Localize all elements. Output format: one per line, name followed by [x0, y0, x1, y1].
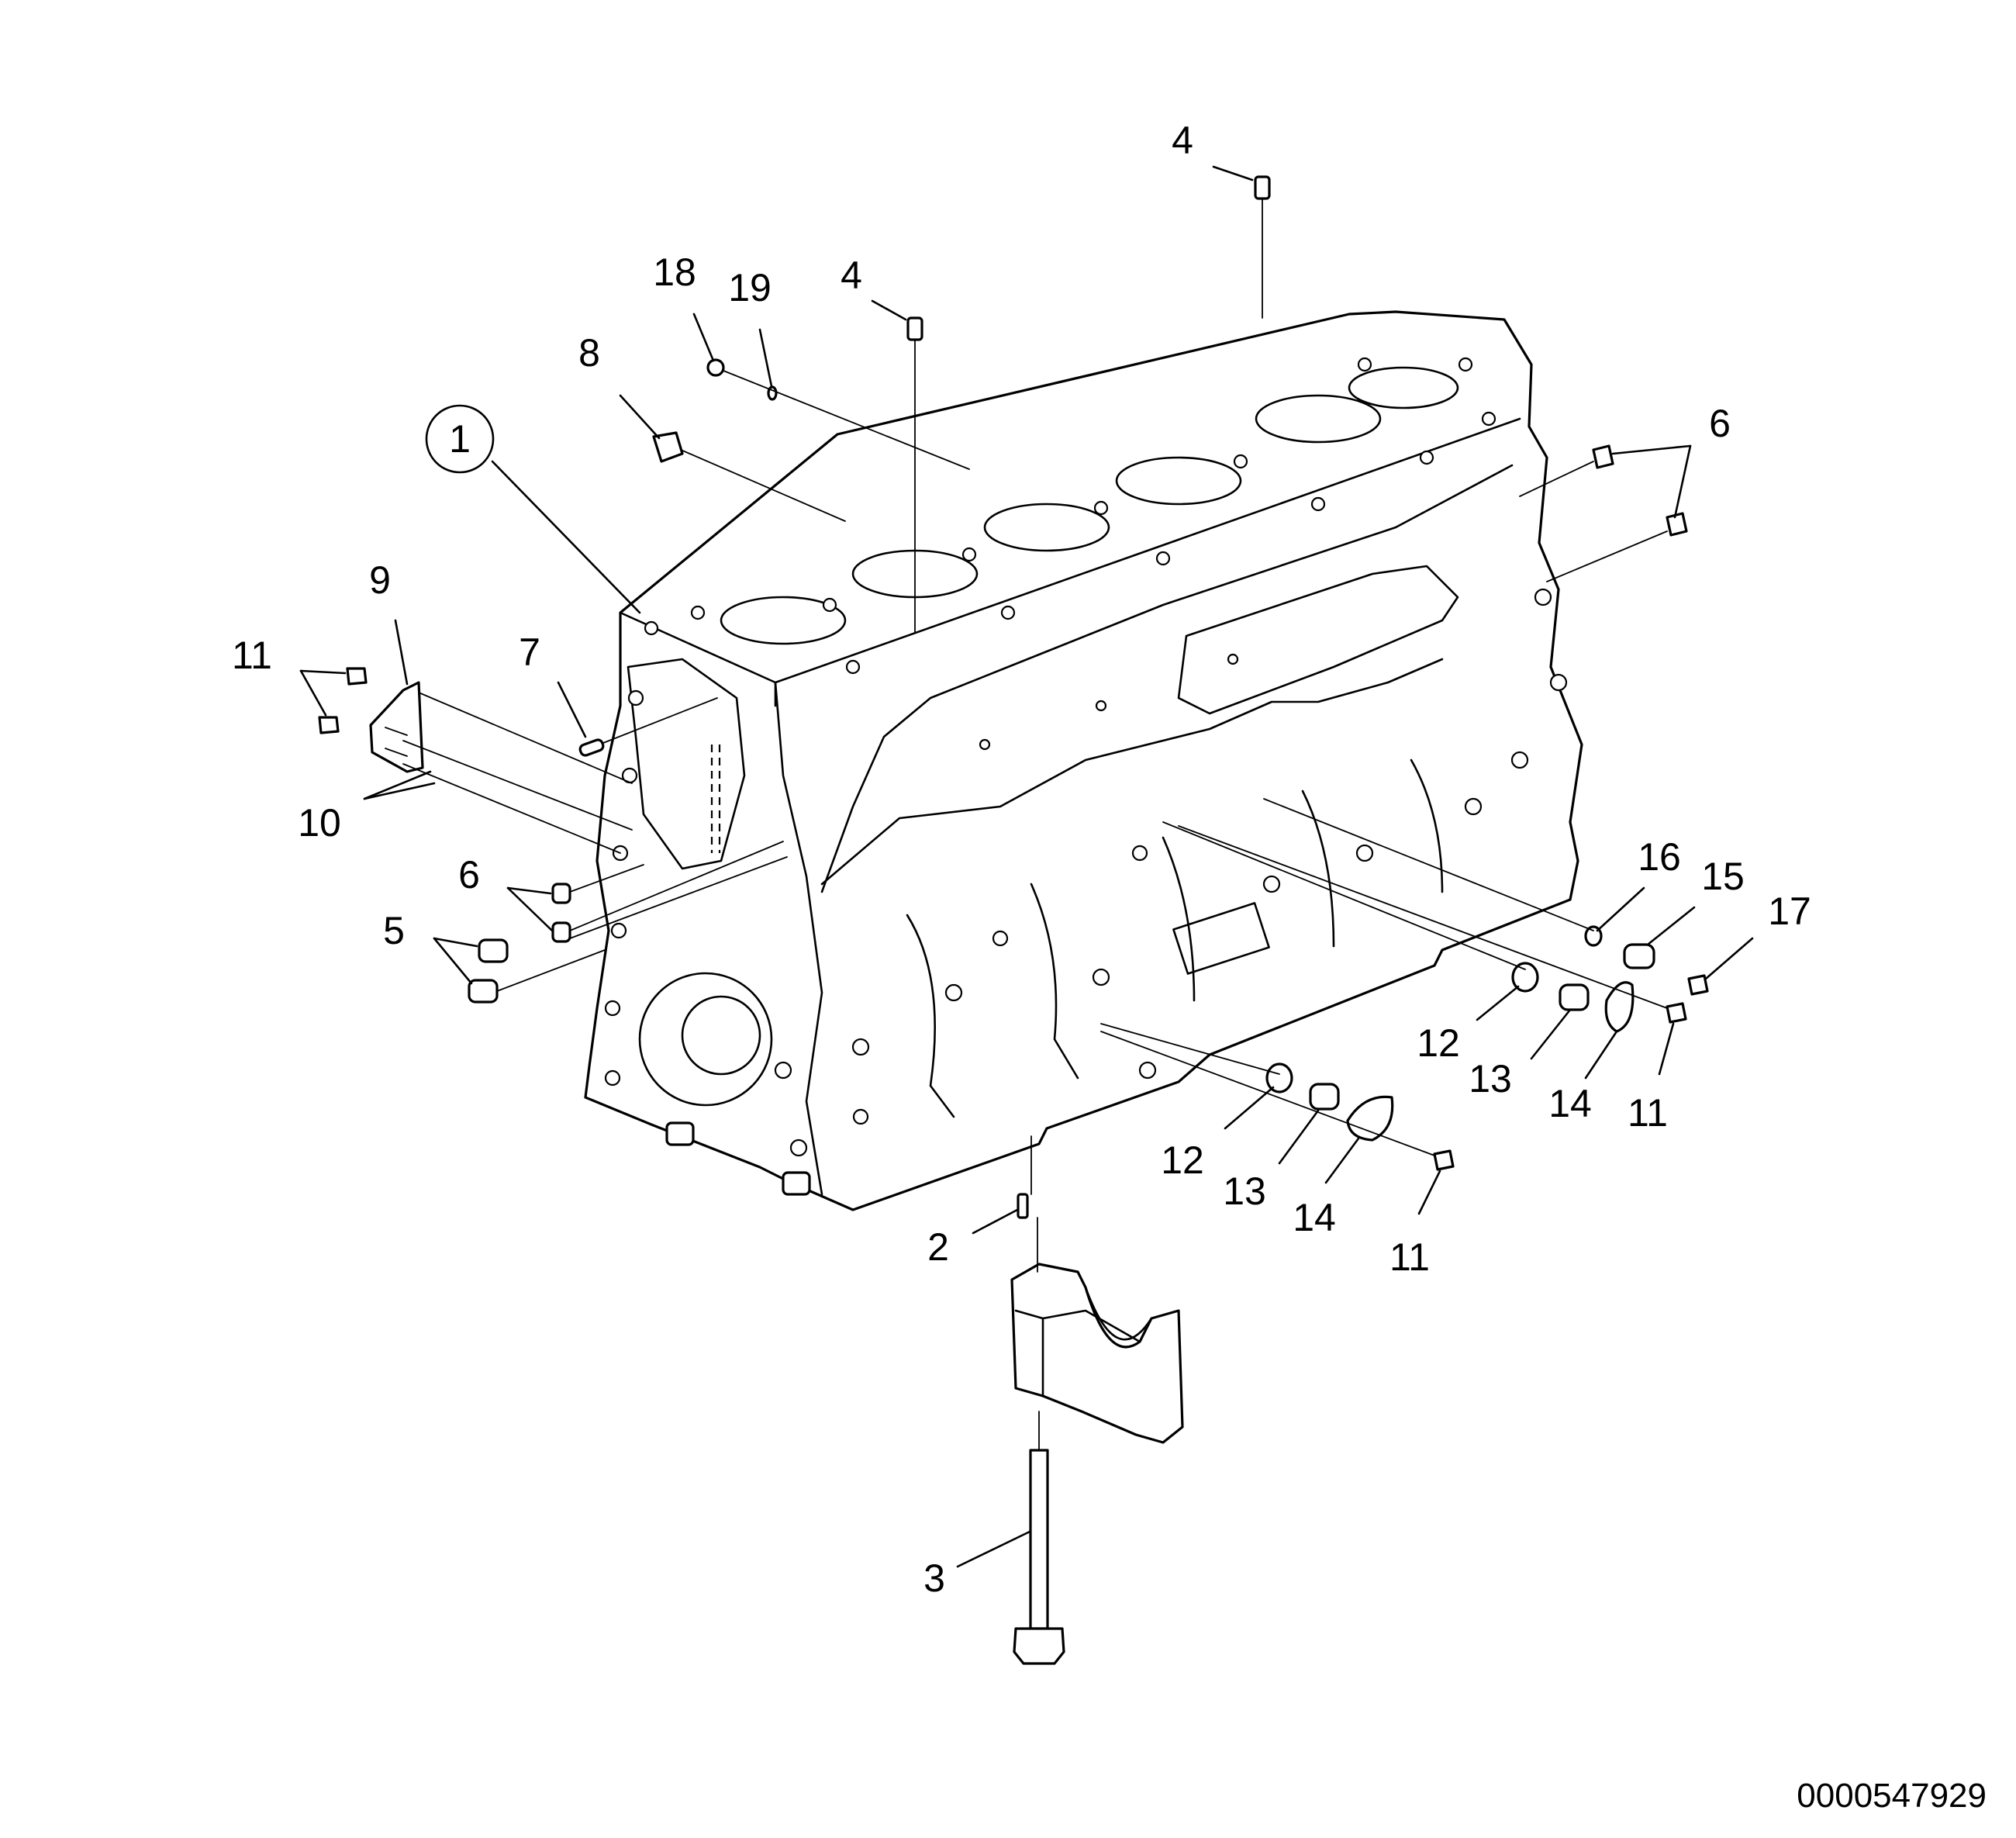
assembly-lines	[402, 198, 1668, 1451]
side-cover-plate	[1177, 565, 1459, 715]
front-face-panel	[627, 658, 746, 870]
cylinder-bore-4	[1115, 456, 1242, 506]
callout-2: 2	[927, 1225, 949, 1269]
crankcase-rib-c	[1162, 836, 1196, 1002]
washer-12-upper	[1511, 962, 1539, 993]
screw-11-lower-right	[1433, 1149, 1455, 1171]
callout-12-upper: 12	[1417, 1021, 1460, 1065]
bolt-shank	[1029, 1449, 1049, 1630]
callout-17: 17	[1768, 890, 1811, 933]
block-pad	[1172, 902, 1270, 975]
small-parts	[318, 175, 1709, 1171]
bearing-cap-body	[1010, 1263, 1184, 1444]
plate-14-lower	[1346, 1095, 1394, 1142]
callout-16: 16	[1638, 835, 1681, 879]
block-bottom-plug-a	[665, 1121, 695, 1146]
crankcase-rib-d	[1301, 789, 1335, 948]
bracket-9	[369, 681, 424, 773]
cylinder-block	[584, 310, 1583, 1211]
callout-6-left: 6	[458, 853, 480, 897]
plug-8	[652, 431, 684, 463]
crankcase-rib-a	[906, 914, 955, 1118]
plug-6-lower	[1666, 512, 1688, 537]
front-crank-bore-outer	[638, 972, 773, 1107]
cylinder-bore-6	[1348, 366, 1459, 409]
plug-15	[1623, 943, 1655, 969]
callout-leaders	[299, 165, 1754, 1568]
screw-11-left-a	[346, 667, 368, 686]
cylinder-bore-1	[720, 596, 847, 645]
crankcase-joint	[820, 658, 1444, 886]
callout-5: 5	[383, 909, 405, 952]
plug-13-upper	[1559, 983, 1590, 1011]
callout-14-upper: 14	[1548, 1082, 1592, 1125]
callout-6-right: 6	[1709, 402, 1731, 445]
callout-4-lower: 4	[841, 254, 862, 297]
screw-17	[1687, 974, 1709, 996]
pin-10-b	[385, 748, 408, 757]
callout-13-upper: 13	[1469, 1057, 1512, 1100]
callout-11-right-lower: 11	[1389, 1235, 1430, 1279]
dowel-7	[578, 738, 605, 757]
cylinder-bore-5	[1255, 394, 1382, 444]
plug-13-lower	[1309, 1083, 1340, 1111]
callout-8: 8	[578, 331, 600, 375]
plug-5-lower	[468, 979, 499, 1004]
callout-3: 3	[923, 1556, 945, 1600]
plug-6-upper	[1592, 444, 1614, 469]
callout-19: 19	[728, 266, 772, 309]
plug-5-upper	[478, 938, 509, 963]
callout-11-left: 11	[232, 634, 272, 677]
main-bearing-bolt	[1013, 1449, 1065, 1665]
plate-14-upper	[1604, 981, 1635, 1033]
callout-12-lower: 12	[1161, 1138, 1204, 1182]
block-bottom-plug-b	[782, 1171, 811, 1196]
screw-11-left-b	[318, 716, 340, 734]
cylinder-bore-3	[983, 503, 1110, 552]
callout-7: 7	[519, 631, 540, 674]
washer-12-lower	[1265, 1062, 1293, 1093]
screw-11-upper-right	[1666, 1002, 1687, 1024]
callout-11-right-upper: 11	[1628, 1091, 1668, 1135]
callout-1: 1	[449, 417, 471, 461]
crankcase-rib-b	[1030, 883, 1079, 1080]
crankcase-rib-e	[1410, 758, 1444, 893]
callout-10: 10	[298, 801, 341, 845]
bearing-cap-edge	[1014, 1309, 1141, 1343]
front-face-edge	[774, 681, 823, 1196]
callout-1-circle	[425, 404, 495, 474]
block-bolt-holes	[604, 357, 1568, 1157]
pin-10-a	[385, 727, 408, 736]
bearing-cap-saddle	[1084, 1286, 1153, 1341]
callout-13-lower: 13	[1223, 1169, 1266, 1213]
main-bearing-cap	[1010, 1263, 1184, 1444]
water-jacket-line	[820, 464, 1514, 893]
callout-15: 15	[1701, 855, 1745, 898]
plug-6-left-b	[551, 921, 571, 943]
callout-labels: 1 2 3 4 4 5 6 6 7 8 9 10 11 11 11 12 12 …	[232, 119, 1811, 1600]
callout-4-upper: 4	[1172, 119, 1193, 162]
callout-9: 9	[369, 558, 391, 602]
pin-4-upper	[1254, 175, 1271, 200]
drawing-reference-number: 0000547929	[1797, 1777, 1987, 1815]
plug-6-left-a	[551, 883, 571, 904]
bolt-head	[1013, 1627, 1065, 1665]
callout-14-lower: 14	[1293, 1196, 1336, 1239]
dowel-pin	[1017, 1193, 1029, 1219]
screw-18	[706, 358, 725, 377]
callout-18: 18	[653, 250, 696, 294]
front-crank-bore-inner	[681, 995, 761, 1076]
pin-4-lower	[906, 316, 923, 341]
